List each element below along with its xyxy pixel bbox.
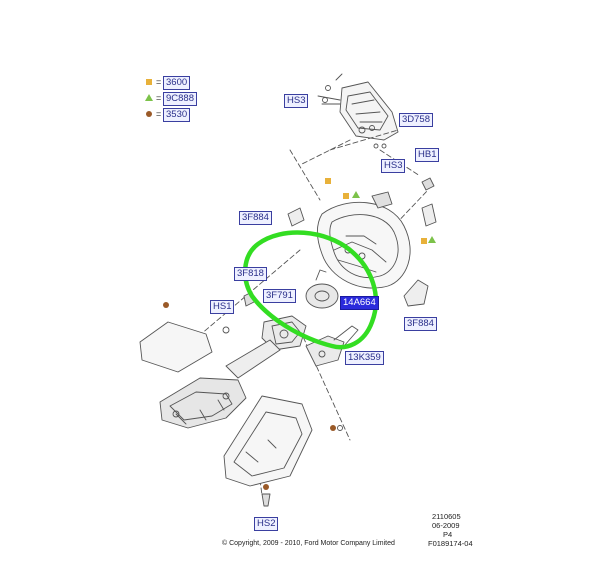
marker-circle-3 — [263, 484, 269, 490]
clockspring — [305, 269, 339, 309]
legend-equals: = — [156, 77, 162, 87]
marker-square-1 — [325, 178, 331, 184]
highlight-ring — [243, 230, 379, 350]
horn-contact — [421, 177, 435, 191]
callout-hs2[interactable]: HS2 — [254, 517, 279, 531]
steering-column — [159, 339, 281, 429]
triangle-icon — [145, 94, 153, 101]
airbag-screws — [317, 73, 387, 149]
callout-hs3-top[interactable]: HS3 — [284, 94, 309, 108]
legend-code-3600[interactable]: 3600 — [163, 76, 191, 90]
callout-hs3-mid[interactable]: HS3 — [381, 159, 406, 173]
callout-hb1[interactable]: HB1 — [415, 148, 440, 162]
square-icon — [146, 79, 152, 85]
screw-right — [337, 425, 343, 431]
legend-equals: = — [156, 109, 162, 119]
paddle-shifter — [421, 203, 437, 227]
circle-icon — [146, 111, 152, 117]
marker-triangle-1 — [352, 191, 360, 198]
lower-shroud — [223, 395, 313, 487]
airbag-module — [339, 81, 399, 141]
copyright-text: © Copyright, 2009 - 2010, Ford Motor Com… — [222, 540, 395, 547]
legend-code-3530[interactable]: 3530 — [163, 108, 191, 122]
marker-square-2 — [343, 193, 349, 199]
callout-3d758[interactable]: 3D758 — [399, 113, 433, 127]
callout-3f818[interactable]: 3F818 — [234, 267, 267, 281]
meta-line4: F0189174-04 — [428, 539, 473, 548]
callout-3f884-left[interactable]: 3F884 — [239, 211, 272, 225]
shift-paddle-left — [287, 207, 305, 227]
steering-wheel — [317, 201, 411, 289]
upper-shroud — [139, 321, 213, 373]
callout-14a664[interactable]: 14A664 — [340, 296, 379, 310]
meta-line3: P4 — [443, 530, 453, 539]
switch-module — [371, 191, 393, 209]
multifunction-switch — [261, 315, 307, 351]
marker-circle-1 — [163, 302, 169, 308]
marker-triangle-2 — [428, 236, 436, 243]
legend-equals: = — [156, 93, 162, 103]
legend-code-9c888[interactable]: 9C888 — [163, 92, 197, 106]
callout-3f791[interactable]: 3F791 — [263, 289, 296, 303]
meta-line1: 2110605 — [432, 512, 461, 521]
screw-hs2 — [261, 493, 271, 507]
callout-hs1[interactable]: HS1 — [210, 300, 235, 314]
stalk-switch — [305, 325, 359, 367]
marker-square-3 — [421, 238, 427, 244]
shift-paddle-right — [403, 279, 429, 307]
screw-hs1 — [222, 326, 230, 334]
callout-3f884-right[interactable]: 3F884 — [404, 317, 437, 331]
callout-13k359[interactable]: 13K359 — [345, 351, 384, 365]
marker-circle-2 — [330, 425, 336, 431]
meta-line2: 06-2009 — [432, 521, 460, 530]
